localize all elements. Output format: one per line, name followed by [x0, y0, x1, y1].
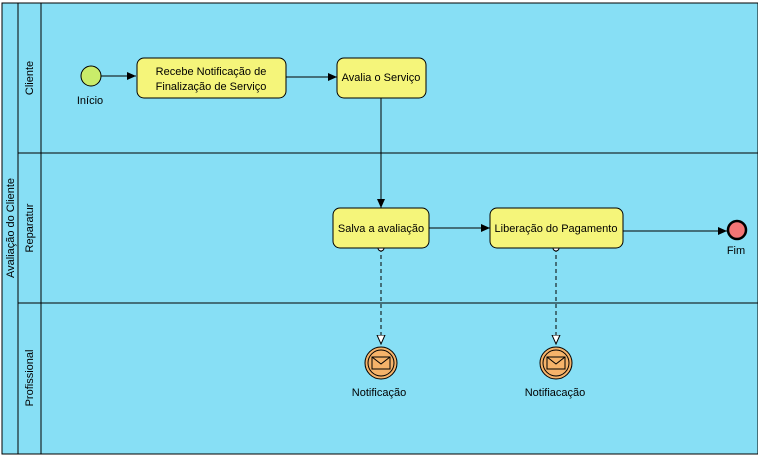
- start-event[interactable]: Início: [77, 65, 103, 107]
- pool-label: Avaliação do Cliente: [5, 178, 17, 278]
- end-event[interactable]: Fim: [726, 219, 748, 257]
- task-recebe-notificacao-line-2: Finalização de Serviço: [156, 81, 267, 93]
- message-event-notifiacacao[interactable]: Notifiacação: [525, 346, 586, 399]
- lane-profissional-label: Profissional: [24, 350, 36, 407]
- start-event-label: Início: [77, 95, 103, 107]
- lane-reparatur-label: Reparatur: [24, 203, 36, 252]
- lane-profissional[interactable]: Profissional: [17, 302, 758, 455]
- task-recebe-notificacao-line-1: Recebe Notificação de: [156, 66, 267, 78]
- task-recebe-notificacao[interactable]: Recebe Notificação de Finalização de Ser…: [136, 57, 287, 99]
- task-avalia-servico-box: [336, 57, 427, 99]
- lane-cliente-label: Cliente: [24, 61, 36, 95]
- message-event-notificacao[interactable]: Notificação: [352, 346, 406, 399]
- lane-profissional-body: [17, 302, 758, 455]
- task-avalia-servico-label: Avalia o Serviço: [342, 72, 421, 84]
- task-liberacao-pagamento-box: [489, 207, 624, 249]
- task-salva-avaliacao-label: Salva a avaliação: [338, 223, 424, 235]
- envelope-icon: [371, 356, 391, 370]
- task-liberacao-pagamento[interactable]: Liberação do Pagamento: [489, 207, 624, 249]
- end-event-circle: [726, 219, 748, 241]
- message-event-notificacao-label: Notificação: [352, 387, 406, 399]
- end-event-label: Fim: [727, 245, 745, 257]
- start-event-circle: [80, 65, 102, 87]
- task-recebe-notificacao-box: [136, 57, 287, 99]
- task-salva-avaliacao[interactable]: Salva a avaliação: [332, 207, 430, 249]
- envelope-icon: [546, 356, 566, 370]
- message-event-notifiacacao-label: Notifiacação: [525, 387, 586, 399]
- task-avalia-servico[interactable]: Avalia o Serviço: [336, 57, 427, 99]
- task-liberacao-pagamento-label: Liberação do Pagamento: [495, 223, 618, 235]
- lane-profissional-header: [17, 302, 42, 455]
- task-salva-avaliacao-box: [332, 207, 430, 249]
